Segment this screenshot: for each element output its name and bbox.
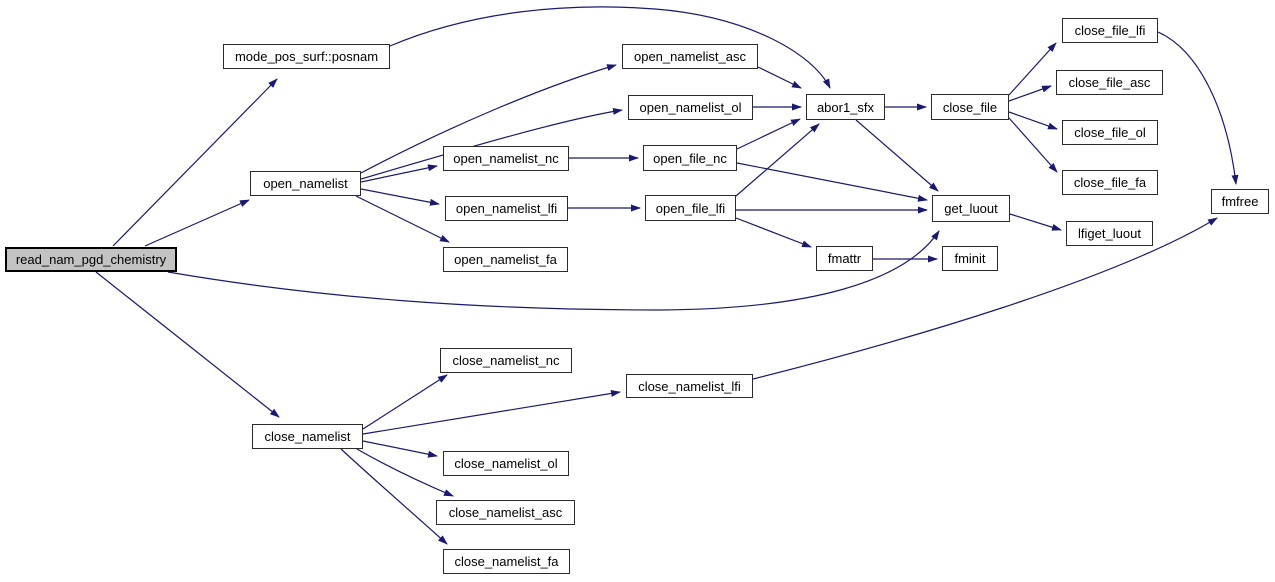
node-open-namelist-fa[interactable]: open_namelist_fa — [443, 247, 568, 272]
node-get-luout[interactable]: get_luout — [932, 195, 1010, 222]
edge-open-file-nc-to-abor1-sfx — [736, 118, 801, 150]
edge-open-namelist-to-open-namelist-lfi — [360, 188, 440, 206]
edge-close-file-to-close-file-asc — [1008, 85, 1052, 102]
node-open-file-nc[interactable]: open_file_nc — [643, 145, 737, 171]
node-mode-pos-surf-posnam[interactable]: mode_pos_surf::posnam — [223, 44, 390, 69]
edge-close-file-lfi-to-fmfree — [1157, 31, 1239, 185]
node-open-file-lfi[interactable]: open_file_lfi — [645, 195, 736, 221]
edge-close-namelist-to-close-namelist-lfi — [362, 389, 621, 435]
node-open-namelist-lfi[interactable]: open_namelist_lfi — [445, 196, 568, 221]
node-fmfree[interactable]: fmfree — [1211, 189, 1269, 214]
edge-close-file-to-close-file-lfi — [1008, 42, 1057, 96]
node-open-namelist-ol[interactable]: open_namelist_ol — [628, 95, 753, 120]
node-close-namelist-fa[interactable]: close_namelist_fa — [443, 549, 570, 574]
edge-abor1-sfx-to-get-luout — [855, 119, 939, 192]
node-close-namelist-lfi[interactable]: close_namelist_lfi — [626, 374, 753, 398]
edge-get-luout-to-lfiget-luout — [1009, 213, 1062, 231]
node-close-namelist-nc[interactable]: close_namelist_nc — [440, 348, 572, 373]
edge-open-namelist-to-open-namelist-ol — [360, 107, 623, 180]
node-close-namelist-ol[interactable]: close_namelist_ol — [443, 451, 569, 476]
node-close-file-lfi[interactable]: close_file_lfi — [1062, 18, 1158, 43]
node-close-file-fa[interactable]: close_file_fa — [1062, 170, 1158, 195]
edge-read-nam-to-open-namelist — [144, 199, 250, 247]
edge-read-nam-to-get-luout — [167, 230, 940, 311]
edge-close-file-to-close-file-fa — [1008, 117, 1058, 173]
node-close-namelist-asc[interactable]: close_namelist_asc — [436, 500, 575, 525]
edge-open-namelist-to-open-namelist-fa — [355, 195, 450, 243]
node-open-namelist-nc[interactable]: open_namelist_nc — [443, 146, 569, 171]
edge-close-namelist-to-close-namelist-ol — [362, 440, 438, 458]
edge-read-nam-to-close-namelist — [95, 271, 280, 418]
node-close-file-ol[interactable]: close_file_ol — [1062, 120, 1158, 145]
edge-close-file-to-close-file-ol — [1008, 111, 1058, 130]
edge-open-namelist-to-open-namelist-nc — [360, 164, 438, 183]
edge-close-namelist-to-close-namelist-fa — [340, 448, 448, 545]
edge-open-file-lfi-to-abor1-sfx — [735, 123, 820, 197]
edge-open-namelist-to-open-namelist-asc — [360, 64, 617, 174]
edge-close-namelist-lfi-to-fmfree — [752, 217, 1218, 380]
edge-close-namelist-to-close-namelist-nc — [362, 374, 448, 430]
node-close-file[interactable]: close_file — [931, 94, 1009, 120]
edge-open-namelist-asc-to-abor1-sfx — [757, 66, 802, 89]
node-open-namelist[interactable]: open_namelist — [250, 171, 361, 196]
edge-open-file-lfi-to-fmattr — [735, 217, 812, 248]
edge-read-nam-to-posnam — [112, 78, 278, 247]
node-lfiget-luout[interactable]: lfiget_luout — [1066, 221, 1153, 246]
node-abor1-sfx[interactable]: abor1_sfx — [806, 94, 885, 120]
node-fminit[interactable]: fminit — [942, 246, 998, 271]
edge-close-namelist-to-close-namelist-asc — [356, 448, 454, 497]
node-fmattr[interactable]: fmattr — [816, 246, 873, 271]
edge-open-file-nc-to-get-luout — [736, 162, 928, 202]
node-close-file-asc[interactable]: close_file_asc — [1056, 70, 1163, 95]
node-close-namelist[interactable]: close_namelist — [252, 424, 363, 449]
node-open-namelist-asc[interactable]: open_namelist_asc — [622, 44, 758, 69]
node-read-nam-pgd-chemistry: read_nam_pgd_chemistry — [5, 247, 177, 272]
edge-posnam-to-abor1-sfx — [389, 6, 831, 89]
